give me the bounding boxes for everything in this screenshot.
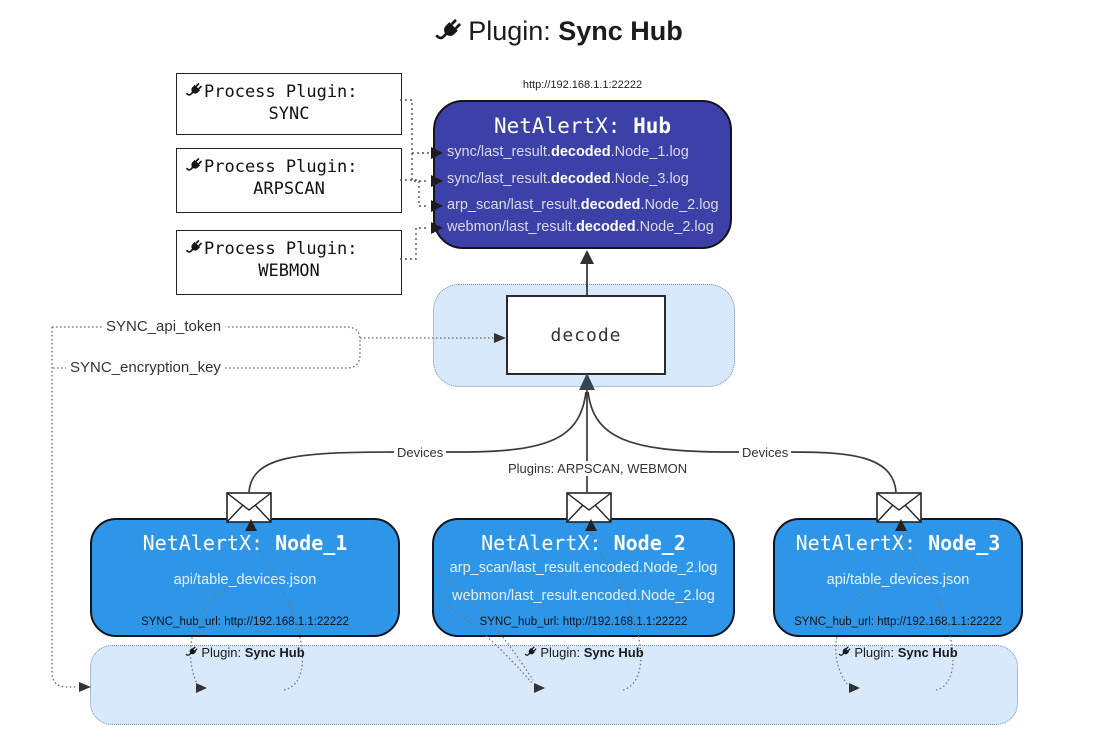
node-title-bold: Node_2 — [613, 531, 686, 555]
log-post: .Node_2.log — [640, 197, 719, 213]
devices-edge-label-left: Devices — [394, 445, 447, 460]
encode-label-bold: Sync Hub — [583, 645, 644, 660]
process-plugin-name: SYNC — [268, 104, 310, 124]
node-title-bold: Node_3 — [928, 531, 1001, 555]
encode-section-label: Plugin: Sync Hub — [504, 645, 664, 660]
process-plugin-label: Process Plugin: — [185, 238, 401, 259]
process-plugin-text: Process Plugin: — [204, 157, 358, 177]
encode-label-prefix: Plugin: — [540, 645, 584, 660]
hub-title: NetAlertX: Hub — [435, 114, 730, 138]
process-plugin-box-sync: Process Plugin: SYNC — [176, 73, 402, 135]
log-post: .Node_3.log — [610, 171, 689, 187]
process-plugin-name: WEBMON — [258, 261, 320, 281]
process-plugin-label: Process Plugin: — [185, 156, 401, 177]
node-to-decode-connectors — [248, 388, 897, 493]
netalertx-hub-box: NetAlertX: Hub sync/last_result.decoded.… — [433, 100, 732, 249]
node-title-prefix: NetAlertX: — [481, 531, 614, 555]
log-post: .Node_1.log — [610, 144, 689, 160]
hub-title-prefix: NetAlertX: — [493, 114, 634, 138]
netalertx-node2-box: NetAlertX: Node_2 arp_scan/last_result.e… — [432, 518, 735, 637]
sync-api-token-label: SYNC_api_token — [102, 318, 226, 335]
node-file: arp_scan/last_result.encoded.Node_2.log — [449, 560, 718, 576]
process-plugin-text: Process Plugin: — [204, 239, 358, 259]
node-file: webmon/last_result.encoded.Node_2.log — [452, 588, 715, 604]
node-title: NetAlertX: Node_2 — [434, 531, 733, 555]
log-pre: sync/last_result. — [447, 144, 551, 160]
log-bold: decoded — [580, 197, 641, 213]
netalertx-node1-box: NetAlertX: Node_1 api/table_devices.json… — [90, 518, 400, 637]
process-plugin-box-webmon: Process Plugin: WEBMON — [176, 230, 402, 295]
node-file: api/table_devices.json — [173, 572, 317, 588]
process-plugin-text: Process Plugin: — [204, 82, 358, 102]
diagram-title: Plugin: Sync Hub — [0, 16, 1117, 47]
process-plugin-box-arpscan: Process Plugin: ARPSCAN — [176, 148, 402, 213]
encode-label-prefix: Plugin: — [201, 645, 245, 660]
encode-section-label: Plugin: Sync Hub — [165, 645, 325, 660]
log-bold: decoded — [550, 144, 611, 160]
node-file: api/table_devices.json — [826, 572, 970, 588]
hub-log-line: webmon/last_result.decoded.Node_2.log — [447, 219, 714, 235]
node-hub-url: SYNC_hub_url: http://192.168.1.1:22222 — [794, 616, 1002, 628]
plug-icon — [185, 238, 204, 257]
plug-icon — [185, 81, 204, 100]
encode-label-bold: Sync Hub — [897, 645, 958, 660]
title-bold: Sync Hub — [558, 16, 683, 46]
plug-icon — [838, 645, 852, 659]
log-pre: arp_scan/last_result. — [447, 197, 581, 213]
log-pre: sync/last_result. — [447, 171, 551, 187]
decode-box: decode — [506, 295, 666, 375]
title-prefix: Plugin: — [468, 16, 559, 46]
plugins-edge-label: Plugins: ARPSCAN, WEBMON — [505, 461, 691, 476]
hub-log-line: sync/last_result.decoded.Node_1.log — [447, 144, 689, 160]
node-title-bold: Node_1 — [275, 531, 348, 555]
netalertx-node3-box: NetAlertX: Node_3 api/table_devices.json… — [773, 518, 1023, 637]
log-bold: decoded — [575, 219, 636, 235]
node-title-prefix: NetAlertX: — [142, 531, 276, 555]
process-plugin-name: ARPSCAN — [253, 179, 325, 199]
encode-section-label: Plugin: Sync Hub — [818, 645, 978, 660]
hub-url-label: http://192.168.1.1:22222 — [522, 79, 643, 91]
encode-label-prefix: Plugin: — [854, 645, 898, 660]
process-to-hub-connectors — [400, 99, 429, 260]
log-post: .Node_2.log — [635, 219, 714, 235]
node-hub-url: SYNC_hub_url: http://192.168.1.1:22222 — [479, 616, 688, 628]
devices-edge-label-right: Devices — [739, 445, 792, 460]
plug-icon — [185, 156, 204, 175]
plug-icon — [434, 16, 464, 46]
plug-icon — [185, 645, 199, 659]
node-title: NetAlertX: Node_1 — [92, 531, 398, 555]
node-title-prefix: NetAlertX: — [795, 531, 929, 555]
node-title: NetAlertX: Node_3 — [775, 531, 1021, 555]
plug-icon — [524, 645, 538, 659]
log-pre: webmon/last_result. — [447, 219, 576, 235]
hub-log-line: arp_scan/last_result.decoded.Node_2.log — [447, 197, 719, 213]
node-hub-url: SYNC_hub_url: http://192.168.1.1:22222 — [141, 616, 349, 628]
hub-log-line: sync/last_result.decoded.Node_3.log — [447, 171, 689, 187]
log-bold: decoded — [550, 171, 611, 187]
hub-title-bold: Hub — [633, 114, 671, 138]
process-plugin-label: Process Plugin: — [185, 81, 401, 102]
sync-encryption-key-label: SYNC_encryption_key — [66, 359, 225, 376]
encode-label-bold: Sync Hub — [244, 645, 305, 660]
